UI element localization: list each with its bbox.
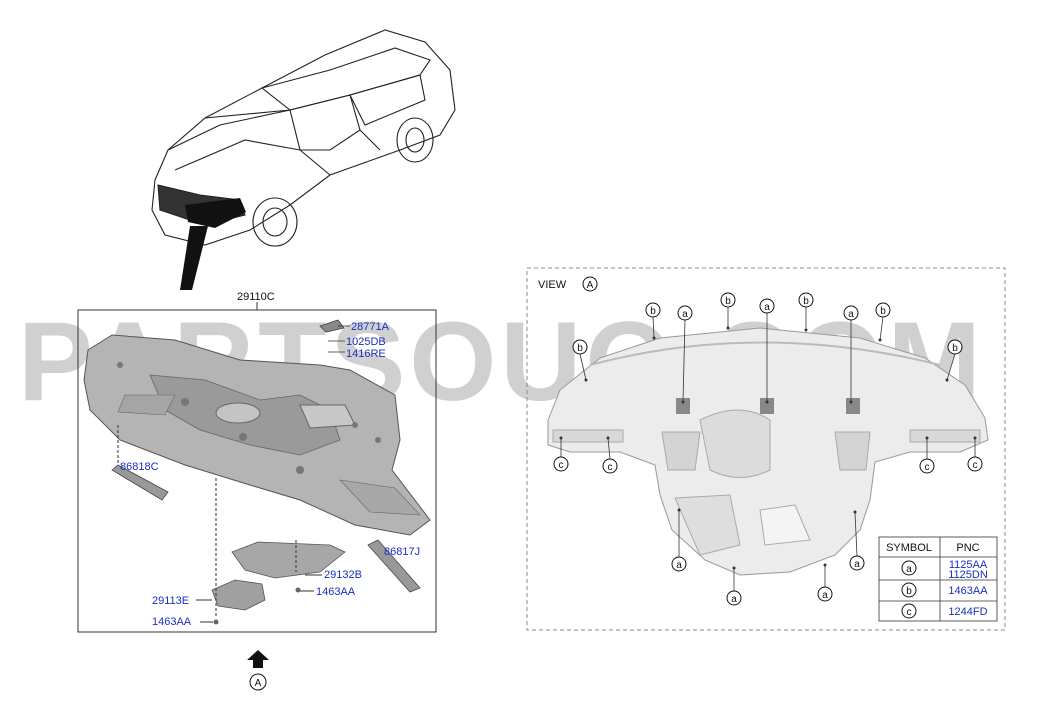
symbol-callout-b: b <box>572 339 588 382</box>
svg-text:a: a <box>676 560 682 571</box>
view-a-title-letter: A <box>587 280 594 291</box>
under-cover-bottom-view <box>547 327 989 576</box>
callout-86817J: 86817J <box>384 546 420 558</box>
view-direction-arrow <box>247 650 269 668</box>
symbol-callout-a: a <box>677 305 693 404</box>
svg-text:c: c <box>925 462 930 473</box>
svg-text:b: b <box>803 296 809 307</box>
legend-pnc: 1125AA <box>949 559 988 571</box>
symbol-callout-a: a <box>849 510 865 571</box>
symbol-callout-c: c <box>919 436 935 474</box>
view-a-title: VIEW <box>538 279 567 291</box>
pointer-arrow <box>180 226 208 290</box>
svg-text:b: b <box>952 343 958 354</box>
view-marker-circle <box>249 673 267 691</box>
legend-row-b: b 1463AA <box>901 582 988 598</box>
symbol-callout-b: b <box>720 292 736 330</box>
symbol-callout-a: a <box>817 563 833 602</box>
view-marker-letter: A <box>255 678 262 689</box>
strip-86818C <box>111 464 169 501</box>
callout-1025DB: 1025DB <box>346 336 386 348</box>
fastener-parts <box>319 319 350 353</box>
plate-29113E <box>211 579 266 611</box>
symbol-callout-a: a <box>759 298 775 404</box>
svg-text:c: c <box>559 460 564 471</box>
callout-86818C: 86818C <box>120 461 159 473</box>
symbol-callout-c: c <box>602 436 618 474</box>
symbol-callout-a: a <box>726 566 742 606</box>
svg-text:b: b <box>650 306 656 317</box>
svg-text:a: a <box>848 309 854 320</box>
symbol-callout-c: c <box>553 436 569 472</box>
svg-text:b: b <box>577 343 583 354</box>
svg-text:c: c <box>907 607 912 618</box>
legend-pnc: 1244FD <box>948 606 987 618</box>
symbol-callout-b: b <box>645 302 661 340</box>
legend-table <box>878 536 998 622</box>
callout-1463AA-a: 1463AA <box>316 586 356 598</box>
svg-text:b: b <box>880 306 886 317</box>
legend-header-pnc: PNC <box>956 542 979 554</box>
svg-text:b: b <box>906 586 912 597</box>
callout-1416RE: 1416RE <box>346 348 386 360</box>
svg-text:a: a <box>731 594 737 605</box>
legend-row-c: c 1244FD <box>901 603 988 619</box>
symbol-callout-c: c <box>967 436 983 472</box>
svg-text:b: b <box>725 296 731 307</box>
legend-pnc: 1463AA <box>948 585 988 597</box>
symbol-callout-b: b <box>945 339 963 382</box>
svg-text:c: c <box>973 460 978 471</box>
legend-row-a: a 1125AA 1125DN <box>901 559 988 581</box>
under-cover-part <box>83 334 431 536</box>
view-a-title-marker <box>582 276 598 292</box>
cover-29132B <box>231 541 346 579</box>
callout-1463AA-b: 1463AA <box>152 616 192 628</box>
svg-text:a: a <box>906 564 912 575</box>
assembly-label: 29110C <box>237 291 275 303</box>
undercover-highlight <box>185 198 246 228</box>
strip-86817J <box>367 539 421 593</box>
callout-28771A: 28771A <box>351 321 390 333</box>
bolt-icon <box>213 619 219 625</box>
svg-text:a: a <box>854 559 860 570</box>
svg-text:c: c <box>608 462 613 473</box>
symbol-callout-b: b <box>798 292 814 332</box>
svg-text:a: a <box>822 590 828 601</box>
callout-29113E: 29113E <box>152 595 189 607</box>
symbol-callout-b: b <box>875 302 891 342</box>
svg-text:a: a <box>764 302 770 313</box>
view-a-frame <box>526 267 1006 631</box>
bolt-icon <box>295 587 301 593</box>
svg-text:a: a <box>682 309 688 320</box>
symbol-callout-a: a <box>843 305 859 404</box>
callout-29132B: 29132B <box>324 569 362 581</box>
legend-header-symbol: SYMBOL <box>886 542 932 554</box>
legend-pnc: 1125DN <box>948 569 988 581</box>
symbol-callout-a: a <box>671 508 687 572</box>
